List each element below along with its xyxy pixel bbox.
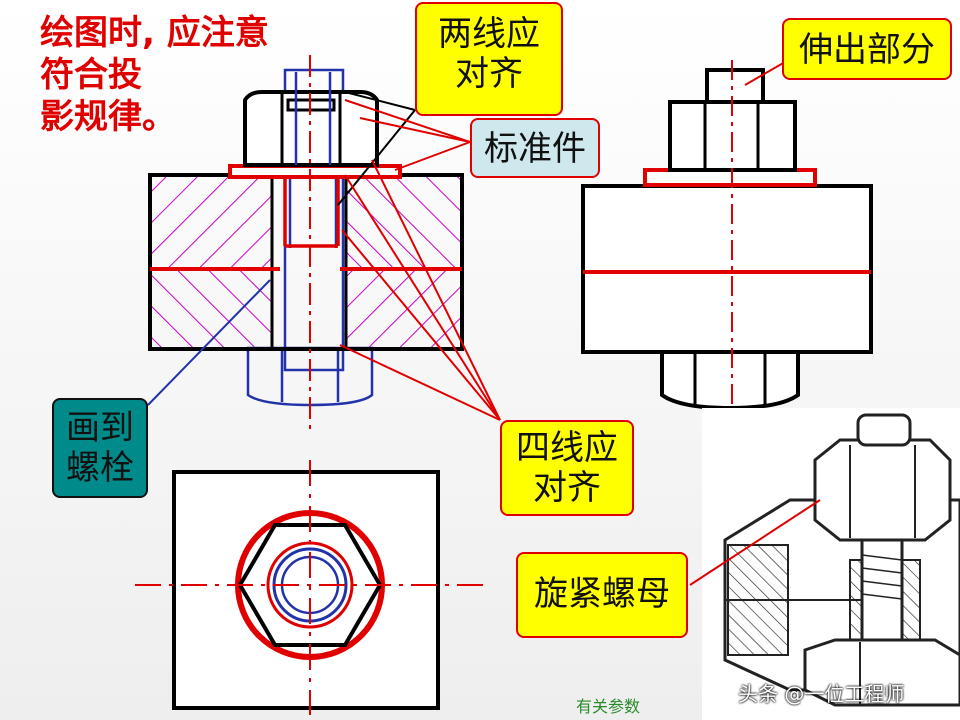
plate-left-top	[150, 175, 272, 269]
label-text: 对齐	[533, 468, 601, 508]
label-text: 对齐	[455, 54, 523, 94]
washer	[228, 164, 402, 179]
side-view	[581, 60, 873, 411]
label-text: 四线应	[516, 428, 618, 468]
label-tighten-nut: 旋紧螺母	[516, 552, 688, 638]
label-four-lines-align: 四线应 对齐	[500, 420, 634, 516]
drawing-note: 绘图时, 应注意 符合投 影规律。	[40, 12, 269, 138]
note-line-1: 绘图时, 应注意	[40, 13, 269, 53]
related-params-link[interactable]: 有关参数	[576, 697, 641, 716]
label-extend-part: 伸出部分	[782, 18, 952, 80]
watermark: 头条 @一位工程师	[738, 682, 905, 706]
label-draw-to-bolt: 画到 螺栓	[52, 398, 148, 498]
top-view	[135, 460, 485, 715]
plate-right-bottom	[346, 269, 462, 349]
label-text: 旋紧螺母	[534, 574, 670, 614]
label-text: 伸出部分	[799, 30, 935, 70]
label-two-lines-align: 两线应 对齐	[415, 2, 563, 116]
plate-right-top	[346, 175, 462, 269]
label-text: 画到	[66, 408, 134, 448]
note-line-3: 影规律。	[40, 97, 176, 137]
leader-lines	[147, 61, 821, 586]
plate-left-bottom	[150, 269, 272, 349]
label-text: 螺栓	[66, 448, 134, 488]
note-line-2: 符合投	[40, 55, 142, 95]
label-standard-part: 标准件	[470, 118, 600, 178]
front-section-view	[148, 55, 464, 430]
label-text: 两线应	[438, 14, 540, 54]
perspective-sketch	[702, 408, 960, 720]
label-text: 标准件	[484, 129, 586, 169]
